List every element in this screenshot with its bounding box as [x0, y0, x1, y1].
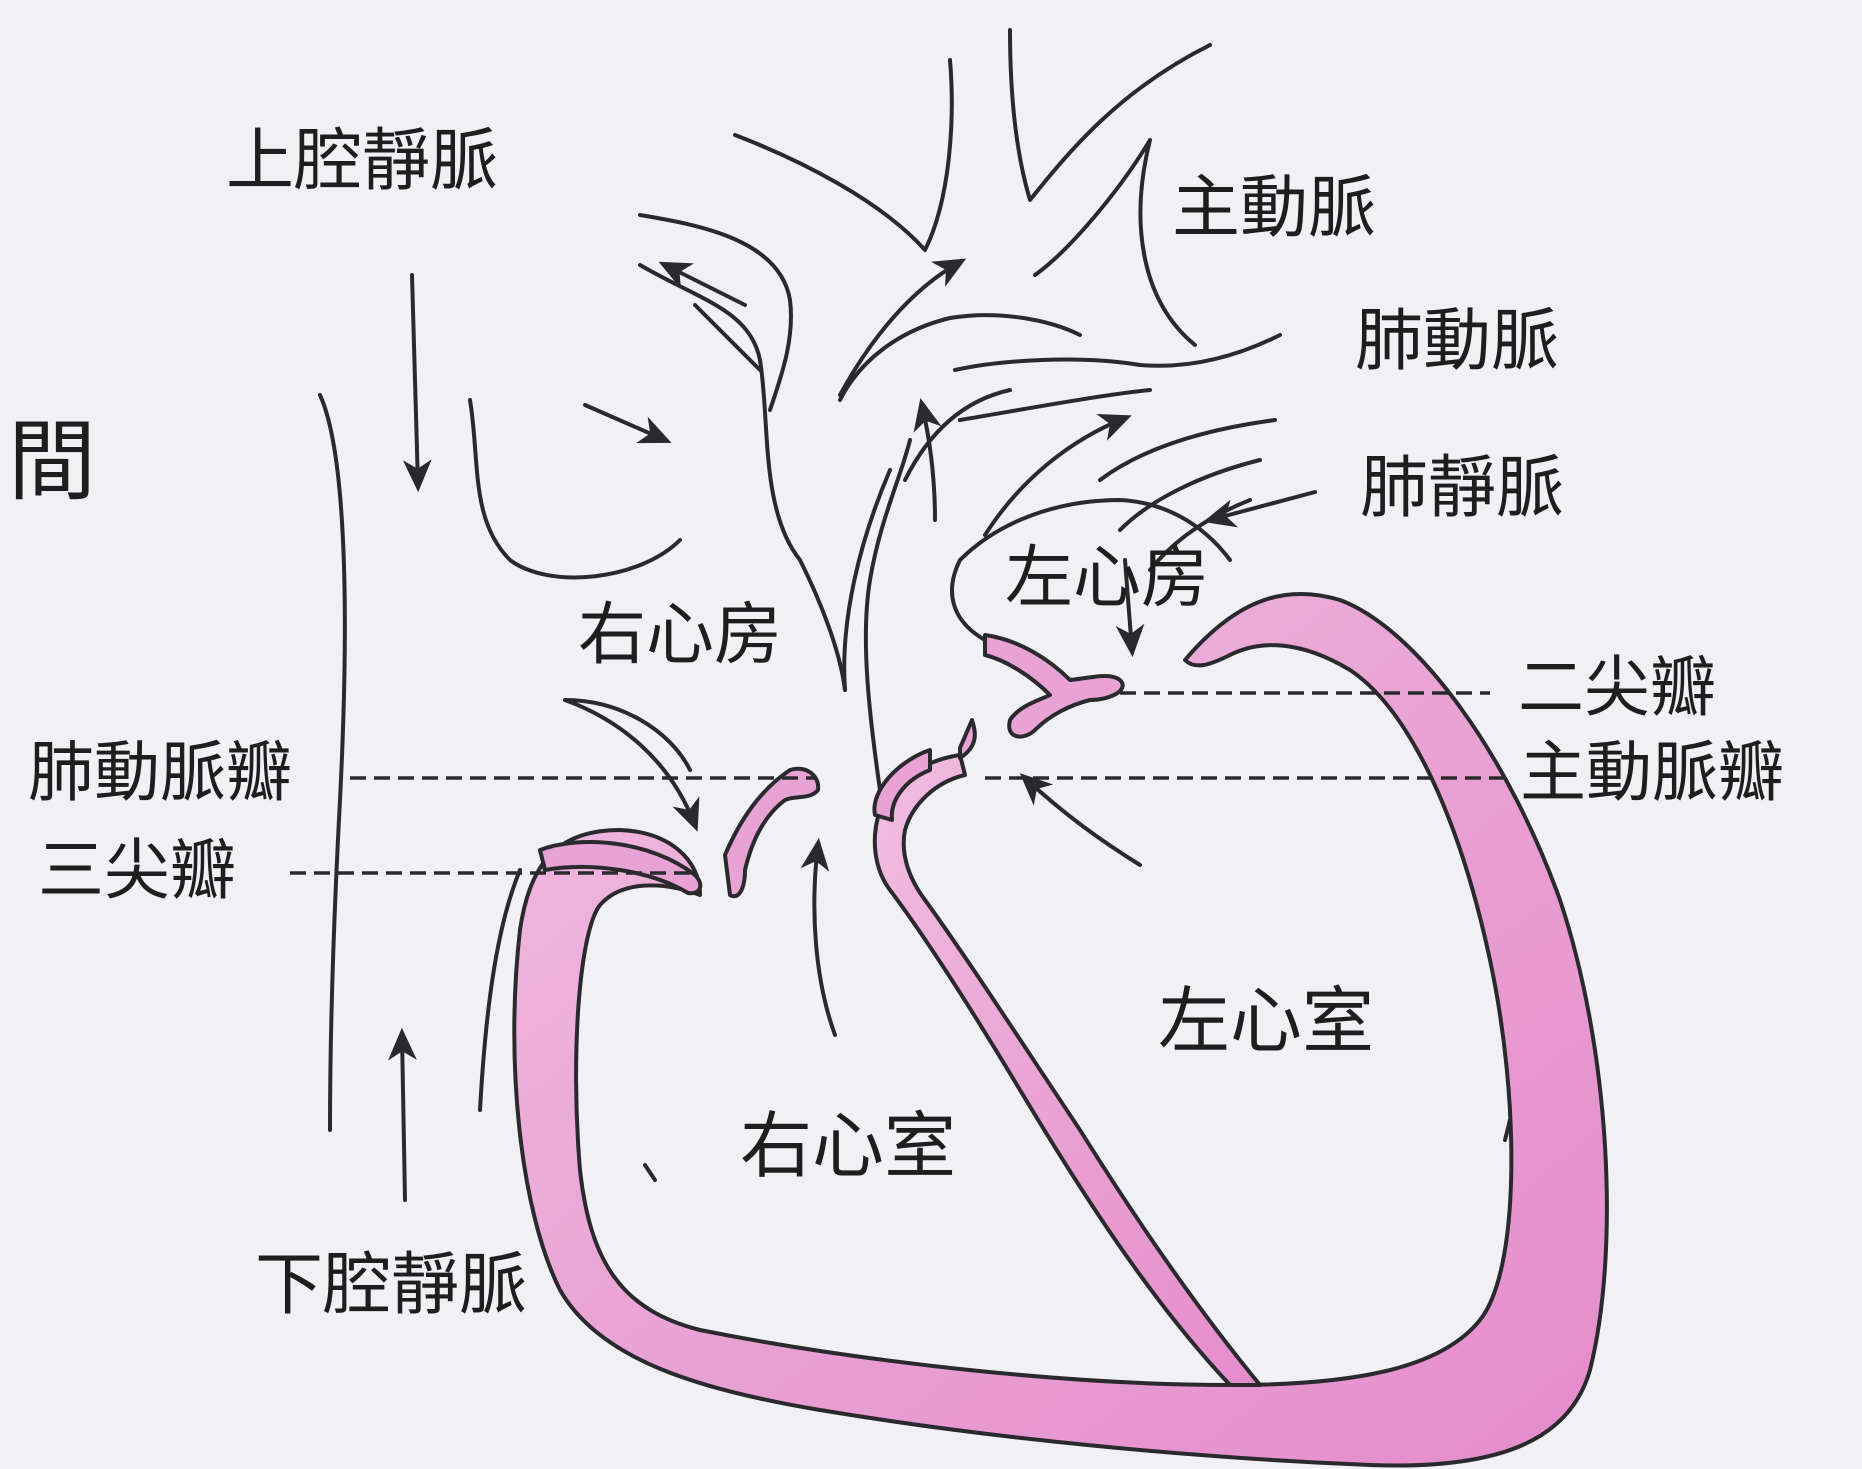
- left-atrium-left: [952, 560, 985, 640]
- pulmonary-artery: [955, 335, 1280, 370]
- svc-branch-arrow-2: [585, 405, 665, 440]
- label-mitral-valve: 二尖瓣: [1518, 655, 1716, 721]
- heart-outer-wall: [514, 594, 1607, 1466]
- aorta-descending: [1035, 140, 1195, 345]
- pulm-vein-arrow: [1210, 492, 1315, 520]
- label-inferior-vena-cava: 下腔靜脈: [255, 1252, 527, 1320]
- ivc-flow-arrow: [402, 1035, 405, 1200]
- label-left-atrium: 左心房: [1005, 545, 1209, 613]
- pulmonary-vein-2: [1120, 460, 1260, 530]
- label-right-atrium: 右心房: [578, 602, 782, 670]
- right-wall-line: [320, 395, 345, 1130]
- rv-up-arrow: [814, 845, 835, 1035]
- label-tricuspid-valve: 三尖瓣: [38, 838, 236, 904]
- pulm-valve-up-arrow: [922, 405, 935, 520]
- aorta-left: [735, 60, 952, 250]
- aortic-valve-leaflet-2: [960, 720, 975, 758]
- label-right-ventricle: 右心室: [740, 1110, 956, 1182]
- pulmonary-vein-1: [1100, 420, 1275, 480]
- lv-to-aorta-arrow: [1025, 778, 1140, 865]
- aorta-trunk: [866, 440, 910, 790]
- label-aorta: 主動脈: [1172, 175, 1376, 243]
- label-pulmonary-vein: 肺靜脈: [1360, 455, 1564, 523]
- svc-branch-1: [640, 215, 791, 410]
- label-left-ventricle: 左心室: [1158, 985, 1374, 1057]
- wall-tick-1: [645, 1165, 655, 1180]
- label-superior-vena-cava: 上腔靜脈: [226, 128, 498, 196]
- svc-flow-arrow: [412, 275, 418, 485]
- aorta-body-left: [840, 315, 1080, 400]
- label-aortic-valve: 主動脈瓣: [1520, 740, 1784, 806]
- mitral-valve-leaflet: [985, 635, 1123, 737]
- ra-to-rv-arrow: [565, 700, 695, 825]
- pulmonary-valve-leaflet: [725, 769, 818, 897]
- label-pulmonary-valve: 肺動脈瓣: [28, 740, 292, 806]
- label-pulmonary-artery: 肺動脈: [1355, 308, 1559, 376]
- label-partial-edge-text: 間: [8, 418, 96, 506]
- ventricular-septum: [875, 755, 1260, 1385]
- svc-inner: [470, 400, 680, 577]
